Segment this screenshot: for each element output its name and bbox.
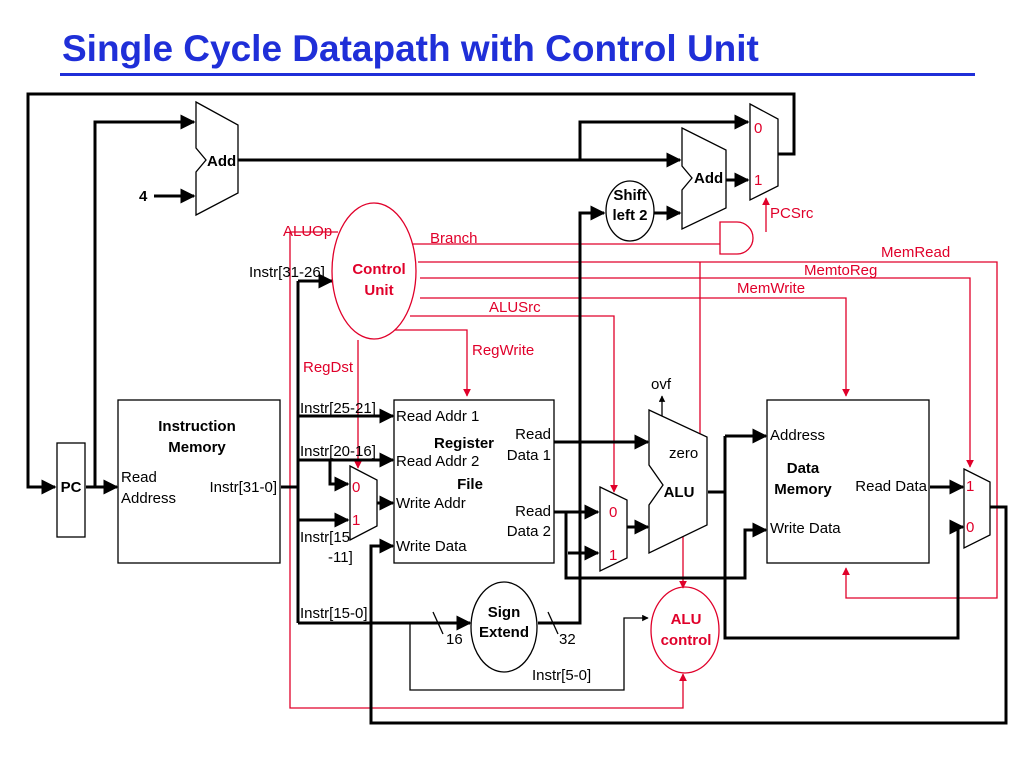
slide-title: Single Cycle Datapath with Control Unit — [62, 28, 759, 69]
zero-label: zero — [669, 445, 698, 462]
instr-25-21: Instr[25-21] — [300, 400, 376, 417]
control-unit-label-2: Unit — [364, 282, 393, 299]
datapath-wires — [26, 92, 1008, 725]
sign-label-2: Extend — [479, 624, 529, 641]
sign-extend — [470, 581, 538, 673]
branch-adder — [681, 126, 727, 231]
instr-31-26: Instr[31-26] — [249, 264, 325, 281]
pc-mux — [749, 102, 779, 202]
alu-label: ALU — [664, 484, 695, 501]
instr-5-0: Instr[5-0] — [532, 667, 591, 684]
add-label: Add — [207, 153, 236, 170]
dmem-address: Address — [770, 427, 825, 444]
alusrc-mux — [599, 485, 628, 573]
memread-label: MemRead — [881, 244, 950, 261]
rf-read-data-1a: Read — [515, 426, 551, 443]
memtoreg-mux — [963, 467, 991, 550]
bits-32: 32 — [559, 631, 576, 648]
branch-label: Branch — [430, 230, 478, 247]
mux-pc-1: 1 — [754, 172, 762, 189]
rf-write-addr: Write Addr — [396, 495, 466, 512]
instr-15-11-a: Instr[15 — [300, 529, 350, 546]
mux-alusrc-0: 0 — [609, 504, 617, 521]
alu-control-label-1: ALU — [671, 611, 702, 628]
pc-adder — [195, 100, 239, 217]
pcsrc-label: PCSrc — [770, 205, 814, 222]
control-unit — [331, 202, 417, 340]
rf-read-data-2a: Read — [515, 503, 551, 520]
imem-read-2: Address — [121, 490, 176, 507]
rf-write-data: Write Data — [396, 538, 467, 555]
alusrc-label: ALUSrc — [489, 299, 541, 316]
mux-pc-0: 0 — [754, 120, 762, 137]
dmem-read-data: Read Data — [855, 478, 927, 495]
dmem-title-2: Memory — [774, 481, 832, 498]
regdst-label: RegDst — [303, 359, 354, 376]
sign-label-1: Sign — [488, 604, 521, 621]
data-memory — [766, 399, 930, 564]
imem-read-1: Read — [121, 469, 157, 486]
imem-title-1: Instruction — [158, 418, 236, 435]
regdst-mux — [349, 464, 378, 542]
mux-alusrc-1: 1 — [609, 547, 617, 564]
rf-title-1: Register — [434, 435, 494, 452]
memtoreg-label: MemtoReg — [804, 262, 877, 279]
alu — [648, 408, 708, 555]
rf-title-2: File — [457, 476, 483, 493]
bits-16: 16 — [446, 631, 463, 648]
ovf-label: ovf — [651, 376, 672, 393]
mux-regdst-0: 0 — [352, 479, 360, 496]
title-underline — [60, 73, 975, 76]
shift-label-2: left 2 — [612, 207, 647, 224]
regwrite-label: RegWrite — [472, 342, 534, 359]
control-unit-label-1: Control — [352, 261, 405, 278]
rf-read-addr-1: Read Addr 1 — [396, 408, 479, 425]
aluop-label: ALUOp — [283, 223, 332, 240]
memwrite-label: MemWrite — [737, 280, 805, 297]
program-counter — [56, 442, 86, 538]
and-gate — [719, 221, 754, 255]
shift-label-1: Shift — [613, 187, 646, 204]
imem-title-2: Memory — [168, 439, 226, 456]
dmem-title-1: Data — [787, 460, 820, 477]
rf-read-addr-2: Read Addr 2 — [396, 453, 479, 470]
instruction-memory — [117, 399, 281, 564]
instr-15-11-b: -11] — [328, 549, 353, 566]
dmem-write-data: Write Data — [770, 520, 841, 537]
alu-control-label-2: control — [661, 632, 712, 649]
instr-20-16: Instr[20-16] — [300, 443, 376, 460]
datapath-labels: Add Add 4 Shift left 2 PC Instruction Me… — [61, 153, 928, 684]
mux-mem-0: 0 — [966, 519, 974, 536]
four-label: 4 — [139, 188, 148, 205]
rf-read-data-1b: Data 1 — [507, 447, 551, 464]
shift-left-2 — [605, 180, 655, 242]
rf-read-data-2b: Data 2 — [507, 523, 551, 540]
instr-15-0: Instr[15-0] — [300, 605, 368, 622]
register-file — [393, 399, 555, 564]
alu-control — [650, 586, 720, 674]
pc-label: PC — [61, 479, 82, 496]
mux-mem-1: 1 — [966, 478, 974, 495]
imem-instr: Instr[31-0] — [209, 479, 277, 496]
add-branch-label: Add — [694, 170, 723, 187]
control-labels: 0 1 0 1 0 1 1 0 Control Unit ALU control… — [283, 120, 974, 649]
mux-regdst-1: 1 — [352, 512, 360, 529]
